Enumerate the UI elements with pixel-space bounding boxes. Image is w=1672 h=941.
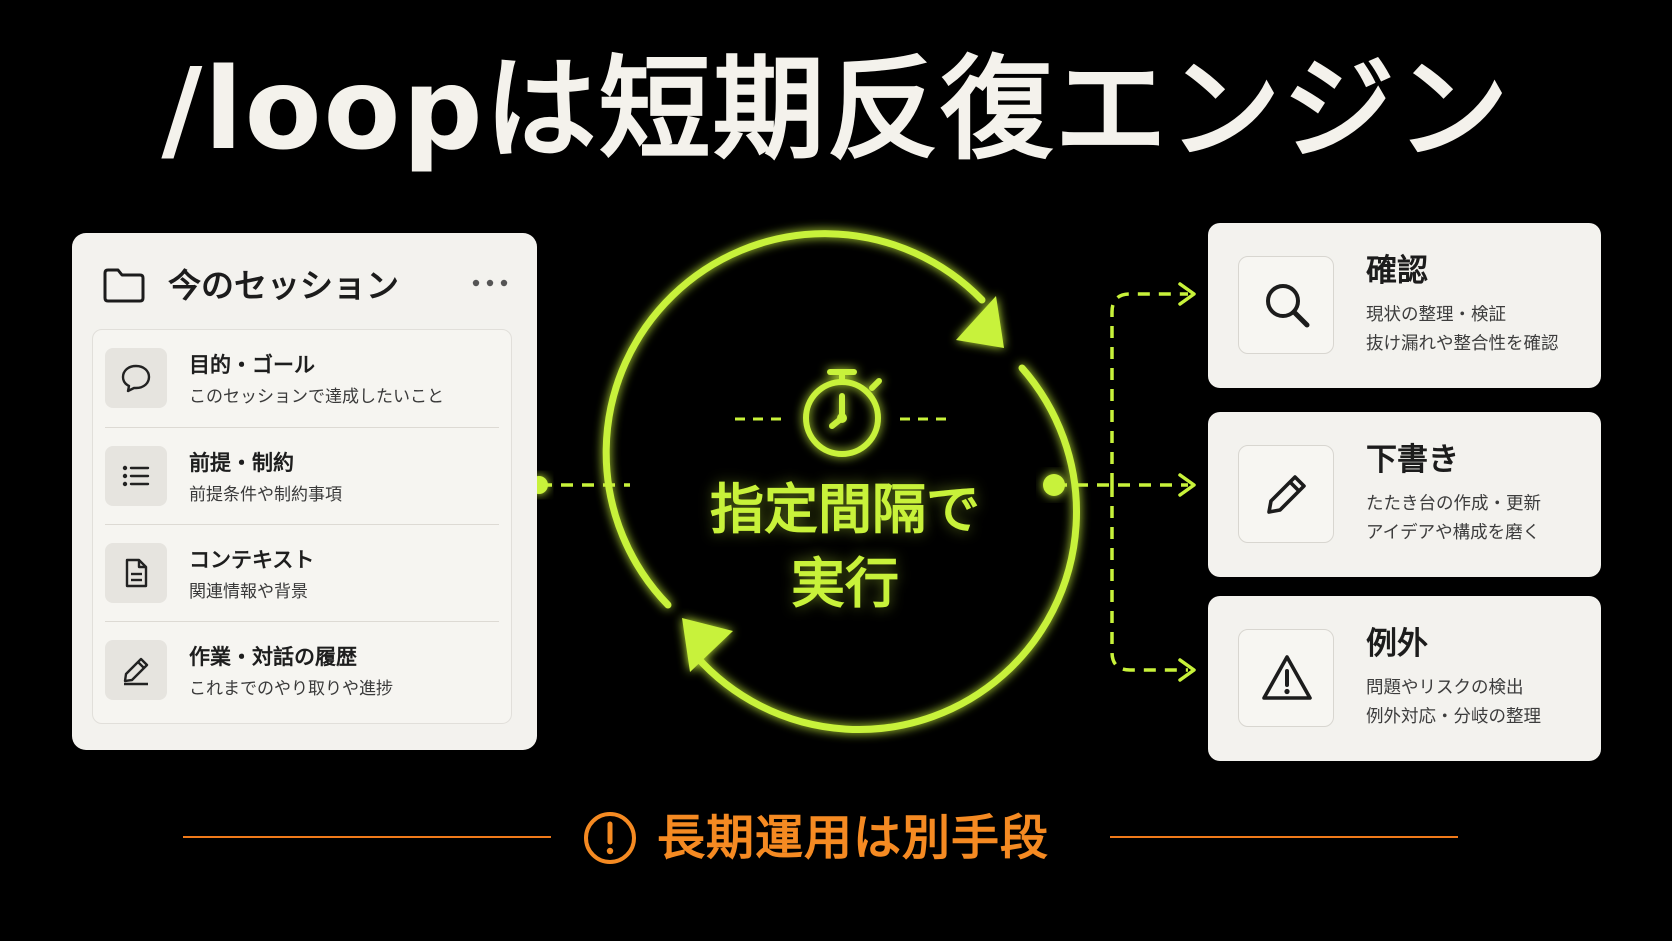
loop-label-line1: 指定間隔で bbox=[710, 478, 980, 541]
session-item-constraints[interactable]: 前提・制約 前提条件や制約事項 bbox=[105, 427, 499, 525]
action-card-exception[interactable]: 例外 問題やリスクの検出 例外対応・分岐の整理 bbox=[1208, 596, 1601, 761]
action-desc-line1: 現状の整理・検証 bbox=[1366, 305, 1506, 325]
divider-left bbox=[183, 836, 551, 838]
loop-arrowhead-bottom bbox=[682, 618, 733, 672]
list-icon bbox=[122, 465, 150, 487]
connector-branch-bottom bbox=[1110, 485, 1188, 672]
document-icon bbox=[125, 558, 148, 588]
loop-label-line2: 実行 bbox=[791, 552, 899, 615]
session-item-desc: これまでのやり取りや進捗 bbox=[189, 679, 393, 699]
connector-branch-top bbox=[1110, 292, 1188, 485]
session-item-title: 前提・制約 bbox=[189, 451, 294, 475]
note-text: 長期運用は別手段 bbox=[657, 810, 1050, 866]
action-card-check[interactable]: 確認 現状の整理・検証 抜け漏れや整合性を確認 bbox=[1208, 223, 1601, 388]
warning-icon bbox=[1262, 655, 1312, 700]
session-item-history[interactable]: 作業・対話の履歴 これまでのやり取りや進捗 bbox=[105, 621, 499, 719]
loop-label: 指定間隔で 実行 bbox=[640, 473, 1050, 621]
session-card: 今のセッション 目的・ゴール このセッションで達成したいこと 前提・制約 前提条… bbox=[72, 233, 537, 750]
action-desc-line2: 例外対応・分岐の整理 bbox=[1366, 707, 1541, 727]
loop-arc-right bbox=[692, 364, 1080, 733]
action-desc-line1: 問題やリスクの検出 bbox=[1366, 678, 1524, 698]
pencil-icon bbox=[1267, 475, 1306, 514]
action-desc: たたき台の作成・更新 アイデアや構成を磨く bbox=[1366, 490, 1541, 548]
session-item-desc: 関連情報や背景 bbox=[189, 582, 308, 602]
session-item-title: コンテキスト bbox=[189, 548, 315, 572]
session-item-goal[interactable]: 目的・ゴール このセッションで達成したいこと bbox=[105, 330, 499, 427]
divider-right bbox=[1110, 836, 1458, 838]
connector-dot-right bbox=[1043, 474, 1065, 496]
chat-bubble-icon bbox=[121, 364, 151, 393]
action-title: 下書き bbox=[1366, 442, 1459, 478]
action-card-draft[interactable]: 下書き たたき台の作成・更新 アイデアや構成を磨く bbox=[1208, 412, 1601, 577]
session-item-list: 目的・ゴール このセッションで達成したいこと 前提・制約 前提条件や制約事項 bbox=[92, 329, 512, 724]
action-title: 例外 bbox=[1366, 626, 1428, 662]
action-desc-line2: アイデアや構成を磨く bbox=[1366, 523, 1541, 543]
search-icon bbox=[1266, 284, 1310, 328]
session-title: 今のセッション bbox=[168, 266, 399, 305]
action-desc: 現状の整理・検証 抜け漏れや整合性を確認 bbox=[1366, 301, 1559, 359]
session-item-title: 作業・対話の履歴 bbox=[189, 645, 357, 669]
loop-arrowhead-top bbox=[956, 296, 1004, 348]
page-title: /loopは短期反復エンジン bbox=[161, 45, 1511, 175]
stopwatch-icon bbox=[803, 369, 882, 457]
action-desc-line1: たたき台の作成・更新 bbox=[1366, 494, 1541, 514]
session-item-desc: このセッションで達成したいこと bbox=[189, 387, 444, 407]
folder-icon bbox=[103, 268, 145, 303]
session-header: 今のセッション bbox=[72, 233, 537, 331]
exclamation-circle-icon bbox=[584, 812, 636, 864]
session-item-title: 目的・ゴール bbox=[189, 353, 315, 377]
pencil-icon bbox=[123, 657, 149, 686]
action-title: 確認 bbox=[1366, 253, 1428, 289]
more-icon[interactable] bbox=[468, 273, 512, 293]
session-item-context[interactable]: コンテキスト 関連情報や背景 bbox=[105, 524, 499, 622]
action-desc-line2: 抜け漏れや整合性を確認 bbox=[1366, 334, 1559, 354]
loop-arc-top bbox=[602, 230, 986, 609]
action-desc: 問題やリスクの検出 例外対応・分岐の整理 bbox=[1366, 674, 1541, 732]
session-item-desc: 前提条件や制約事項 bbox=[189, 485, 342, 505]
